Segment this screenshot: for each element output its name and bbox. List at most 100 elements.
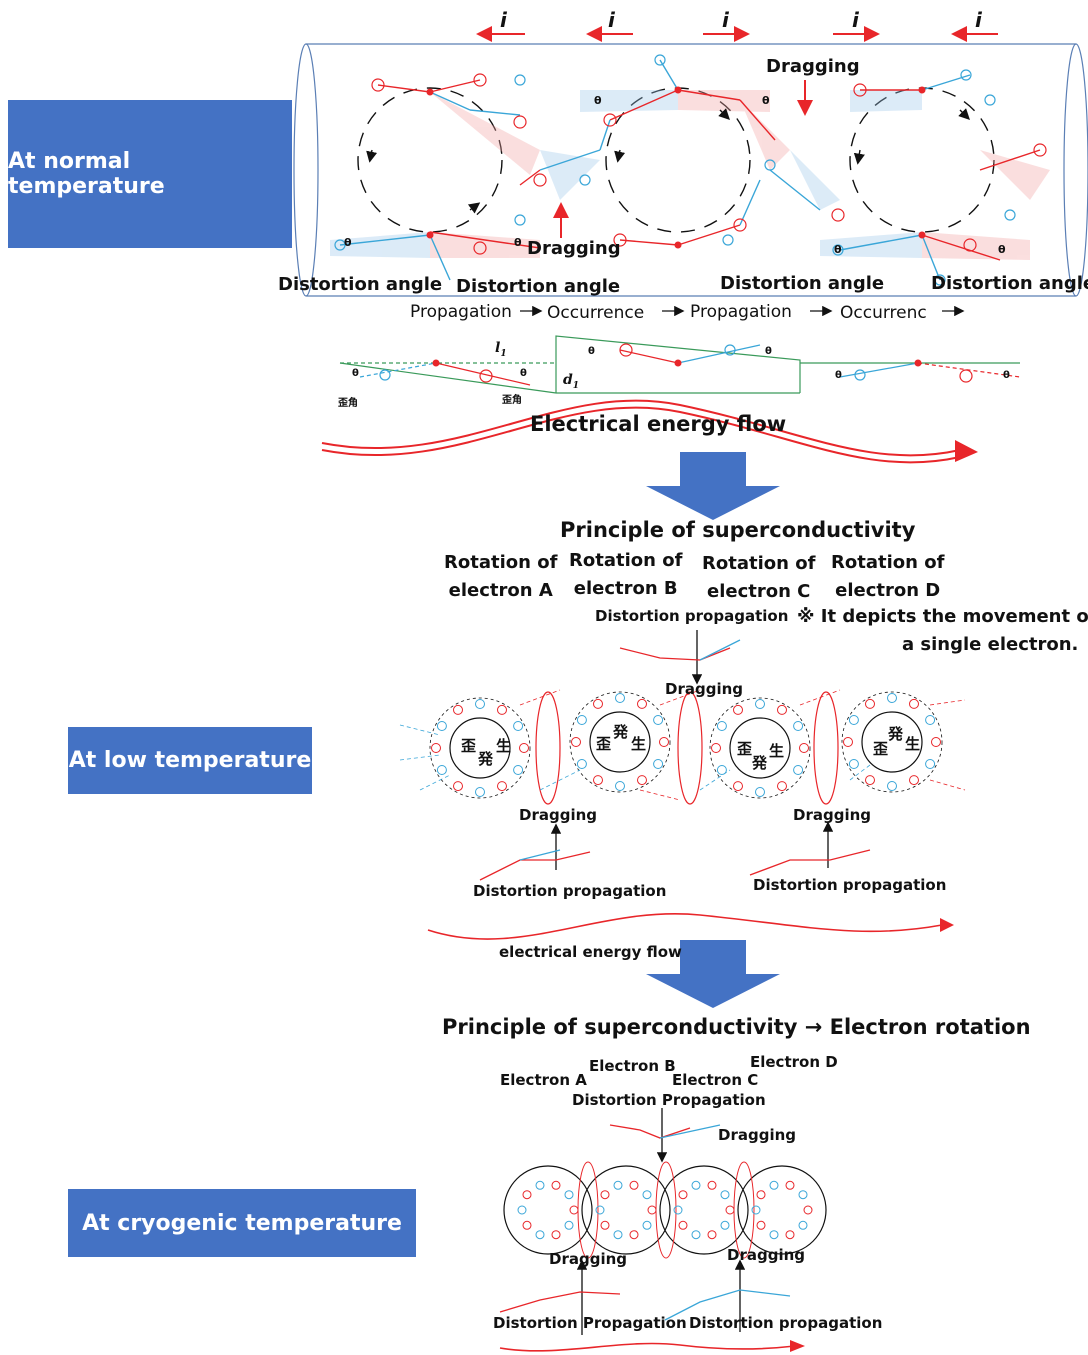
electron-marker <box>716 765 727 775</box>
electron-marker <box>513 721 524 731</box>
electron-marker <box>755 787 765 797</box>
electron-marker <box>798 1220 808 1230</box>
distortion-wave-strip <box>339 335 1021 394</box>
electron-marker <box>777 704 787 715</box>
electron-marker <box>756 1190 766 1200</box>
current-symbol-2: i <box>608 8 615 32</box>
l1-label: l1 <box>495 340 507 359</box>
electron-marker <box>931 737 941 747</box>
electron-marker <box>799 743 809 753</box>
electron-marker <box>642 1190 652 1200</box>
cryo-electron-markers <box>517 1180 813 1240</box>
energy-flow-label: Electrical energy flow <box>530 412 787 436</box>
electron-marker <box>569 1205 579 1215</box>
low-kanji-3b: 発 <box>752 754 768 772</box>
label-normal-text: At normal temperature <box>8 149 165 199</box>
cryo-diagram <box>499 1108 827 1352</box>
electron-marker <box>436 765 447 775</box>
cryo-dragging-top: Dragging <box>718 1126 797 1144</box>
distortion-angle-3: Distortion angle <box>720 273 885 294</box>
electron-marker <box>793 721 804 731</box>
electron-marker <box>909 775 919 786</box>
electron-markers-normal <box>334 54 1047 286</box>
electron-marker <box>678 1190 688 1200</box>
electron-marker <box>691 1180 701 1190</box>
electron-marker <box>925 759 936 769</box>
electron-marker <box>571 737 581 747</box>
cryo-distortion-propagation-right: Distortion propagation <box>689 1314 883 1332</box>
electron-marker <box>613 1180 623 1190</box>
low-kanji-2a: 歪 <box>596 735 612 753</box>
flow-occurrence-2: Occurrenc <box>840 303 927 323</box>
electron-marker <box>497 704 507 715</box>
electron-marker <box>848 759 859 769</box>
electron-marker <box>733 704 743 715</box>
label-normal-temperature: At normal temperature <box>8 100 292 248</box>
cryo-title: Principle of superconductivity → Electro… <box>442 1015 1031 1039</box>
electron-marker <box>535 1230 545 1240</box>
electron-marker <box>593 698 603 709</box>
electron-marker <box>613 1230 623 1240</box>
low-kanji-2b: 発 <box>613 723 629 741</box>
low-note-line2: a single electron. <box>902 634 1079 655</box>
dragging-label-top: Dragging <box>766 56 860 77</box>
electron-marker <box>431 743 441 753</box>
electron-marker <box>600 1190 610 1200</box>
cryo-distortion-propagation-left: Distortion Propagation <box>493 1314 687 1332</box>
electron-marker <box>642 1220 652 1230</box>
electron-marker <box>720 1220 730 1230</box>
electron-marker <box>769 1230 779 1240</box>
low-energy-flow-label: electrical energy flow <box>499 943 682 961</box>
electron-marker <box>678 1220 688 1230</box>
current-symbol-5: i <box>975 8 982 32</box>
distortion-angle-1: Distortion angle <box>278 274 443 295</box>
low-kanji-3a: 歪 <box>737 740 753 758</box>
electron-marker <box>755 699 765 709</box>
low-kanji-1b: 発 <box>478 750 494 768</box>
kanji-distortion-angle-2: 歪角 <box>502 395 522 406</box>
electron-marker <box>517 1205 527 1215</box>
cryo-electron-a: Electron A <box>500 1071 587 1089</box>
electron-marker <box>475 699 485 709</box>
flow-occurrence-1: Occurrence <box>547 303 645 323</box>
electron-marker <box>436 721 447 731</box>
strip-theta-1: θ <box>352 368 359 379</box>
low-title: Principle of superconductivity <box>560 518 916 542</box>
cryo-dragging-left: Dragging <box>549 1250 628 1268</box>
cryo-electron-d: Electron D <box>750 1053 838 1071</box>
low-distortion-propagation-top: Distortion propagation <box>595 607 789 625</box>
low-distortion-propagation-left: Distortion propagation <box>473 882 667 900</box>
low-kanji-1a: 歪 <box>461 737 477 755</box>
distortion-angle-2: Distortion angle <box>456 276 621 297</box>
low-dragging-top: Dragging <box>665 680 744 698</box>
electron-marker <box>887 693 897 703</box>
electron-marker <box>716 721 727 731</box>
theta-5: θ <box>834 243 842 256</box>
electron-marker <box>769 1180 779 1190</box>
electron-marker <box>497 781 507 792</box>
electron-marker <box>519 743 529 753</box>
electron-marker <box>909 698 919 709</box>
electron-marker <box>564 1220 574 1230</box>
cryo-dragging-right: Dragging <box>727 1246 806 1264</box>
label-low-text: At low temperature <box>68 748 312 773</box>
dragging-arrows-normal <box>553 80 813 238</box>
low-dragging-right: Dragging <box>793 806 872 824</box>
theta-2: θ <box>514 236 522 249</box>
current-symbol-1: i <box>500 8 507 32</box>
electron-marker <box>576 715 587 725</box>
low-kanji-1c: 生 <box>496 737 512 755</box>
electron-marker <box>475 787 485 797</box>
electron-marker <box>595 1205 605 1215</box>
electron-marker <box>798 1190 808 1200</box>
low-energy-wave <box>427 913 954 940</box>
label-cryogenic-temperature: At cryogenic temperature <box>68 1189 416 1257</box>
electron-marker <box>522 1190 532 1200</box>
low-note-line1: ※ It depicts the movement of <box>797 606 1088 627</box>
distortion-angle-4: Distortion angle <box>931 273 1088 294</box>
low-kanji-4b: 発 <box>888 725 904 743</box>
